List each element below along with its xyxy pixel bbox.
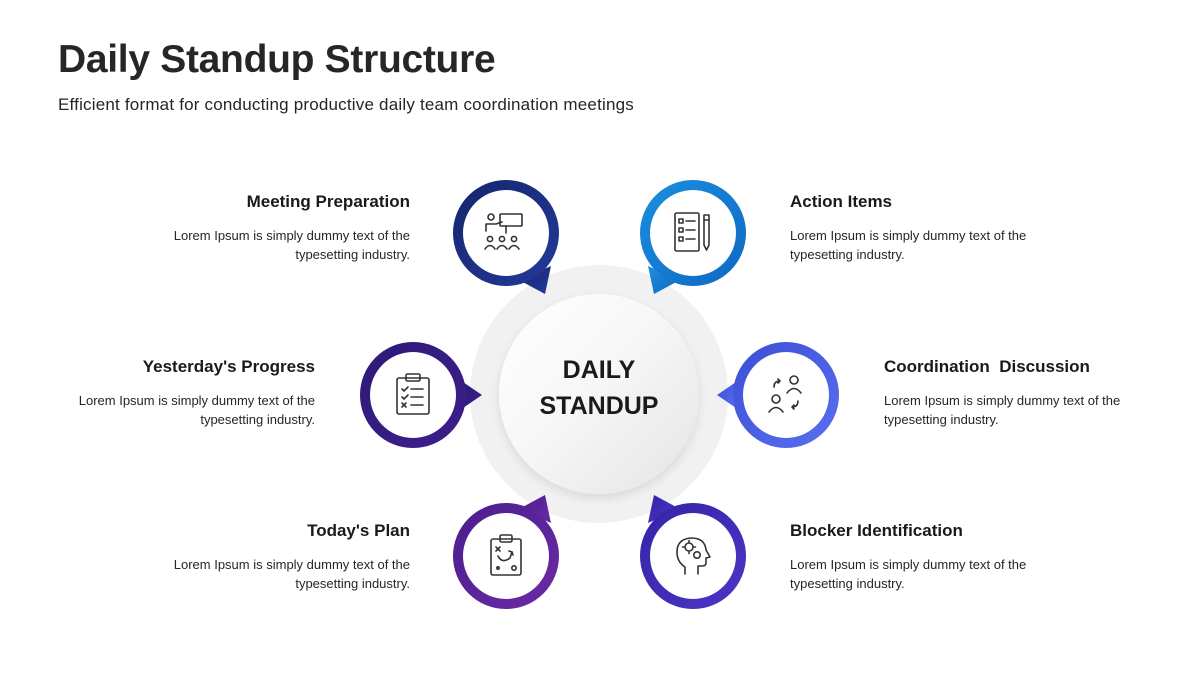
page-subtitle: Efficient format for conducting producti… xyxy=(58,95,634,114)
step-description-line2: typesetting industry. xyxy=(295,576,410,591)
checklist-pencil-icon xyxy=(663,203,723,263)
node-coordination-discussion xyxy=(717,342,839,448)
page-title: Daily Standup Structure xyxy=(58,38,496,81)
step-description-line2: typesetting industry. xyxy=(295,247,410,262)
step-description-line1: Lorem Ipsum is simply dummy text of the xyxy=(790,228,1027,243)
center-label-line1: DAILY xyxy=(562,356,636,384)
step-title: Action Items xyxy=(790,192,893,211)
clipboard-strategy-icon xyxy=(476,526,536,586)
node-action-items xyxy=(640,180,746,294)
center-label: DAILY STANDUP xyxy=(499,352,699,424)
step-description-line2: typesetting industry. xyxy=(790,576,905,591)
head-gears-icon xyxy=(663,526,723,586)
node-yesterdays-progress xyxy=(360,342,482,448)
node-meeting-preparation xyxy=(453,180,559,294)
step-description-line1: Lorem Ipsum is simply dummy text of the xyxy=(78,393,315,408)
step-description-line1: Lorem Ipsum is simply dummy text of the xyxy=(884,393,1121,408)
step-title: Meeting Preparation xyxy=(246,192,410,211)
step-block-coordination-discussion: Coordination Discussion Lorem Ipsum is s… xyxy=(884,357,1184,429)
step-title: Today's Plan xyxy=(307,521,410,540)
step-description-line1: Lorem Ipsum is simply dummy text of the xyxy=(790,557,1027,572)
center-label-line2: STANDUP xyxy=(539,392,659,420)
step-description-line1: Lorem Ipsum is simply dummy text of the xyxy=(173,228,410,243)
presentation-audience-icon xyxy=(476,203,536,263)
people-exchange-icon xyxy=(756,365,816,425)
step-block-yesterdays-progress: Yesterday's Progress Lorem Ipsum is simp… xyxy=(35,357,315,429)
bubble-blocker-identification xyxy=(640,495,746,609)
step-description-line2: typesetting industry. xyxy=(200,412,315,427)
step-block-todays-plan: Today's Plan Lorem Ipsum is simply dummy… xyxy=(130,521,410,593)
bubble-yesterdays-progress xyxy=(360,342,482,448)
step-description-line2: typesetting industry. xyxy=(790,247,905,262)
step-block-meeting-preparation: Meeting Preparation Lorem Ipsum is simpl… xyxy=(130,192,410,264)
step-title: Blocker Identification xyxy=(790,521,963,540)
center-disc xyxy=(499,294,699,494)
bubble-todays-plan xyxy=(453,495,559,609)
step-description-line1: Lorem Ipsum is simply dummy text of the xyxy=(173,557,410,572)
step-block-blocker-identification: Blocker Identification Lorem Ipsum is si… xyxy=(790,521,1070,593)
node-todays-plan xyxy=(453,495,559,609)
step-title: Yesterday's Progress xyxy=(142,357,315,376)
clipboard-checklist-icon xyxy=(383,365,443,425)
step-block-action-items: Action Items Lorem Ipsum is simply dummy… xyxy=(790,192,1070,264)
node-blocker-identification xyxy=(640,495,746,609)
bubble-action-items xyxy=(640,180,746,294)
step-description-line2: typesetting industry. xyxy=(884,412,999,427)
bubble-coordination-discussion xyxy=(717,342,839,448)
step-title: Coordination Discussion xyxy=(884,357,1090,376)
